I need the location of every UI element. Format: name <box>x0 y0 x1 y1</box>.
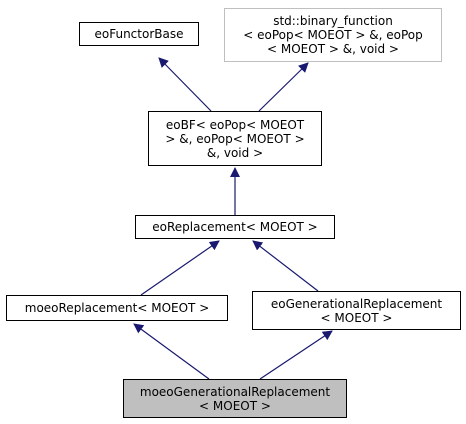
class-node-eoreplacement[interactable]: eoReplacement< MOEOT > <box>135 215 335 239</box>
node-label-line: < eoPop< MOEOT > &, eoPop <box>243 28 423 42</box>
class-node-binary-function: std::binary_function < eoPop< MOEOT > &,… <box>224 8 442 62</box>
node-label-line: < MOEOT > <box>320 310 393 325</box>
node-label-line: eoReplacement< MOEOT > <box>152 220 318 234</box>
edge-moeogenerationalreplacement-to-moeoreplacement <box>133 323 210 380</box>
edge-moeoreplacement-to-eoreplacement <box>140 240 220 296</box>
node-label-line: > &, eoPop< MOEOT > <box>165 131 305 146</box>
class-node-moeogenerationalreplacement: moeoGenerationalReplacement < MOEOT > <box>123 379 347 418</box>
node-label-line: eoFunctorBase <box>94 27 184 41</box>
node-label-line: moeoGenerationalReplacement <box>139 384 331 399</box>
edge-eobf-to-binary-function <box>258 62 309 112</box>
class-node-eogenerationalreplacement[interactable]: eoGenerationalReplacement < MOEOT > <box>252 291 461 330</box>
node-label-line: moeoReplacement< MOEOT > <box>24 301 210 315</box>
edge-moeogenerationalreplacement-to-eogenerationalreplacement <box>259 330 333 380</box>
class-node-moeoreplacement[interactable]: moeoReplacement< MOEOT > <box>6 295 228 321</box>
node-label-line: &, void > <box>206 145 264 160</box>
edge-eogenerationalreplacement-to-eoreplacement <box>252 240 319 292</box>
node-label-line: < MOEOT > <box>199 398 271 413</box>
node-label-line: eoGenerationalReplacement <box>270 296 443 311</box>
node-label-line: < MOEOT > &, void > <box>267 42 399 56</box>
edge-eobf-to-eofunctorbase <box>158 57 212 112</box>
class-node-eobf[interactable]: eoBF< eoPop< MOEOT > &, eoPop< MOEOT > &… <box>148 111 322 166</box>
node-label-line: eoBF< eoPop< MOEOT <box>165 117 305 132</box>
node-label-line: std::binary_function <box>273 14 393 28</box>
class-node-eofunctorbase[interactable]: eoFunctorBase <box>79 22 199 46</box>
